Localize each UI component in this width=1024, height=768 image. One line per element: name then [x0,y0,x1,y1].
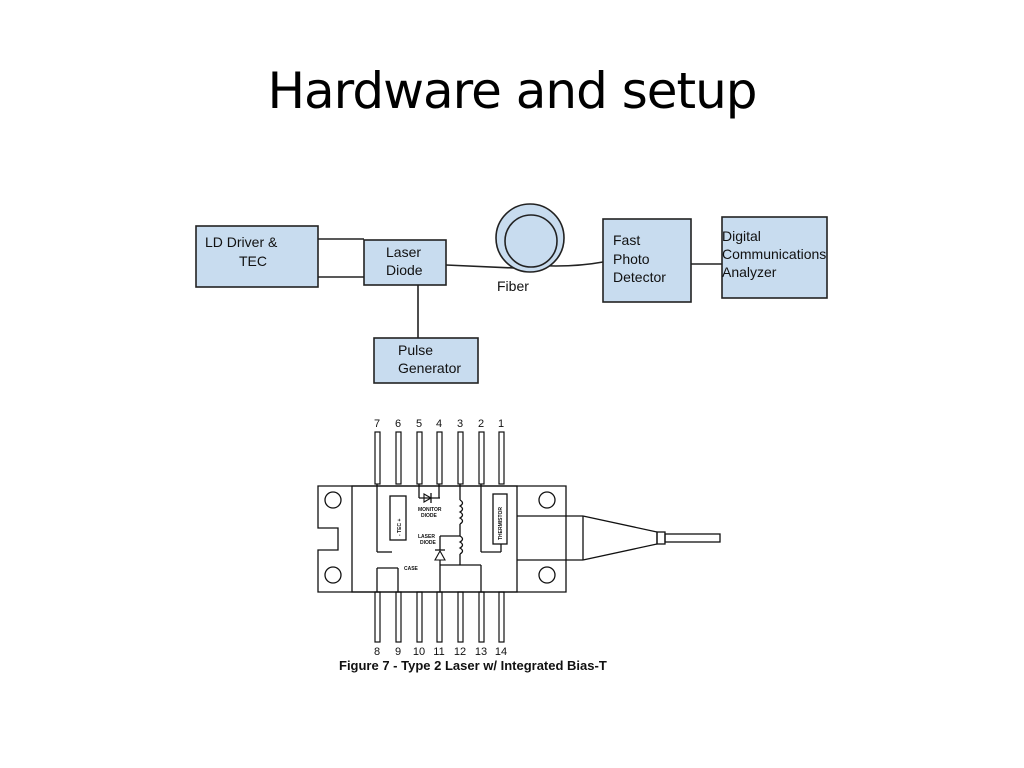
case-label: CASE [404,566,419,572]
analyzer-line1: Digital [722,228,761,244]
monitor-diode-label-2: DIODE [421,513,438,519]
analyzer-line3: Analyzer [722,264,777,280]
pin-number: 3 [457,418,463,430]
fiber-label: Fiber [497,278,529,294]
analyzer-block: Digital Communications Analyzer [721,216,828,299]
package-body [317,485,567,593]
thermistor-label: THERMISTOR [498,507,504,540]
pin-number: 14 [495,646,507,658]
mount-hole [538,491,556,509]
pulse-gen-line1: Pulse [398,342,433,358]
pin-number: 6 [395,418,401,430]
figure-caption: Figure 7 - Type 2 Laser w/ Integrated Bi… [339,658,607,673]
detector-line2: Photo [613,251,650,267]
laser-diode-label-1: LASER [418,534,435,540]
analyzer-line2: Communications [722,246,826,262]
ld-driver-line2: TEC [239,253,267,269]
slide-title: Hardware and setup [267,62,757,120]
detector-line1: Fast [613,232,640,248]
mount-hole [324,566,342,584]
pin-number: 11 [433,646,444,658]
pulse-gen-line2: Generator [398,360,461,376]
tec-element: - TEC + [376,484,407,553]
laser-diode-label-2: DIODE [420,540,437,546]
pin-number: 12 [454,646,466,658]
thermistor-element: THERMISTOR [480,484,508,553]
laser-diode-line1: Laser [386,244,421,260]
laser-diode-symbol: LASER DIODE [418,534,482,592]
mount-hole [324,491,342,509]
pin-number: 2 [478,418,484,430]
laser-diode-line2: Diode [386,262,423,278]
monitor-diode-label-1: MONITOR [418,507,442,513]
pin-number: 8 [374,646,380,658]
laser-diode-block: Laser Diode [363,239,447,286]
pin-number: 13 [475,646,487,658]
top-pins [374,431,505,485]
pin-number: 5 [416,418,422,430]
mount-hole [538,566,556,584]
detector-line3: Detector [613,269,666,285]
bottom-pins [374,591,505,643]
fiber-pigtail [517,515,721,561]
pin-number: 4 [436,418,442,430]
case-ground: CASE [376,566,419,592]
tec-label: - TEC + [397,519,403,536]
pin-number: 10 [413,646,425,658]
bias-t-inductors [440,484,464,565]
block-diagram: LD Driver & TEC Laser Diode Fiber Pulse … [195,203,828,384]
wire-laser-fiber [445,264,515,269]
ld-driver-tec-block: LD Driver & TEC [195,225,319,288]
ld-driver-line1: LD Driver & [205,234,278,250]
pin-number: 7 [374,418,380,430]
pin-number: 1 [498,418,504,430]
pin-number: 9 [395,646,401,658]
pulse-generator-block: Pulse Generator [373,337,479,384]
package-inner-frame [351,485,518,593]
fiber-coil: Fiber [495,203,565,294]
photo-detector-block: Fast Photo Detector [602,218,692,303]
laser-package-drawing: 7 6 5 4 3 2 1 [317,418,721,673]
monitor-diode-symbol: MONITOR DIODE [418,484,442,519]
